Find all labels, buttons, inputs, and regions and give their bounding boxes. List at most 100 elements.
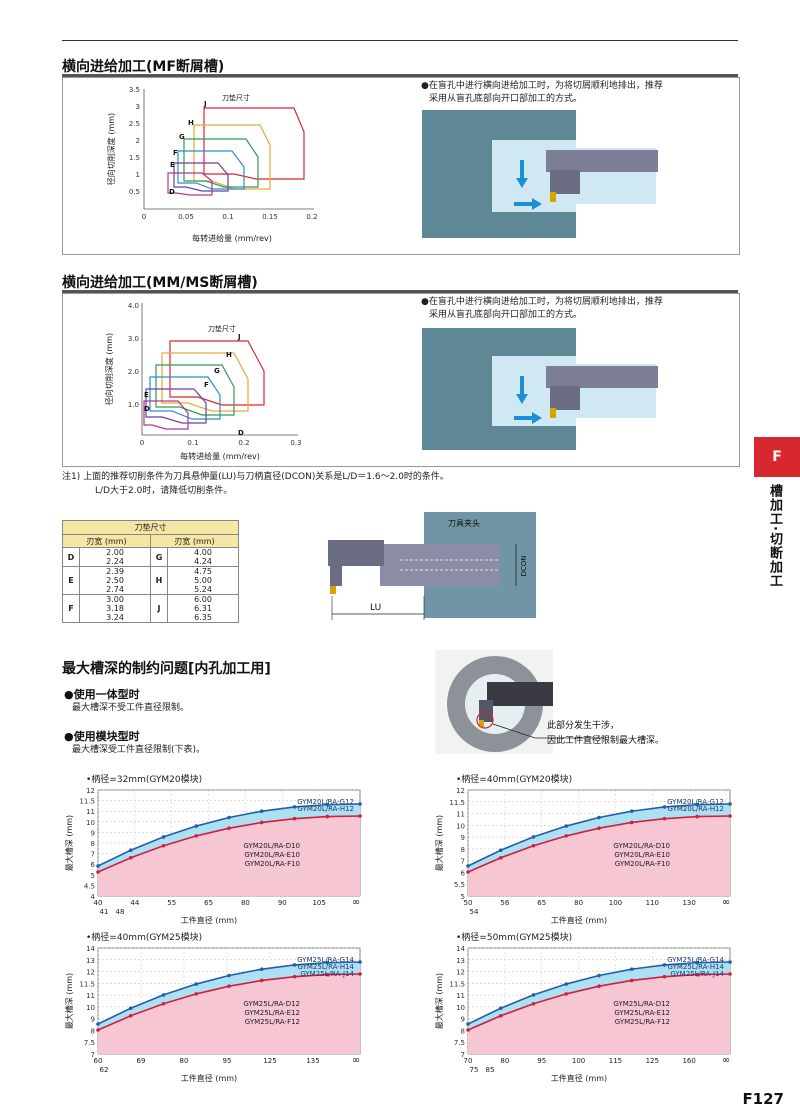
red-point <box>194 992 199 996</box>
xtick: 100 <box>609 899 622 907</box>
xtick: 56 <box>500 899 509 907</box>
xtick: 40 <box>94 899 103 907</box>
cell: 2.39 <box>106 567 124 576</box>
ytick: 9 <box>91 1016 95 1024</box>
red-point <box>292 974 297 979</box>
blue-point <box>227 815 231 820</box>
blue-point <box>728 802 732 806</box>
mf-ytick: 2.5 <box>129 120 140 128</box>
xtick: ∞ <box>722 1055 730 1066</box>
mf-insert-label: 刀垫尺寸 <box>222 93 250 102</box>
blue-point <box>259 967 264 971</box>
mf-letter: E <box>170 161 175 169</box>
blue-point <box>531 993 536 997</box>
red-point <box>259 820 264 825</box>
insert <box>550 192 556 202</box>
mm-letter: J <box>237 333 241 341</box>
mm-ytick: 4.0 <box>128 302 139 310</box>
mm-letter: H <box>226 351 232 359</box>
mf-section-rule <box>62 74 738 77</box>
red-point <box>194 834 199 838</box>
mm-xlabel: 每转进给量 (mm/rev) <box>180 451 260 461</box>
blue-point <box>325 960 330 965</box>
ytick: 11 <box>456 992 465 1000</box>
red-point <box>695 814 700 819</box>
depth-chart-ylabel: 最大槽深 (mm) <box>64 973 74 1029</box>
mm-letter: G <box>214 367 220 375</box>
mf-xtick: 0.05 <box>178 213 194 221</box>
blue-point <box>358 960 362 964</box>
max-depth-title: 最大槽深的制约问题[内孔加工用] <box>62 661 271 677</box>
mf-letter: D <box>169 188 175 196</box>
mm-region-j <box>169 340 265 406</box>
mf-yticks: 3.5 3 2.5 2 1.5 1 0.5 <box>129 86 140 196</box>
ytick: 4.5 <box>84 882 95 890</box>
mm-xtick: 0.3 <box>290 439 301 447</box>
ytick: 6 <box>461 869 466 877</box>
xtick: 80 <box>574 899 583 907</box>
depth-chart-xlabel: 工件直径 (mm) <box>551 915 607 924</box>
red-point <box>597 984 601 988</box>
series-label: GYM20L/RA-E10 <box>244 851 300 859</box>
series-label: GYM20L/RA-D10 <box>613 842 670 850</box>
mm-region-d <box>143 400 189 430</box>
mm-machining-diagram <box>422 328 658 450</box>
xtick: 54 <box>470 908 479 916</box>
modular-type-text: 最大槽深受工件直径限制(下表)。 <box>72 745 206 755</box>
xtick: 115 <box>609 1057 622 1065</box>
boring-bar <box>380 544 500 586</box>
xtick: 70 <box>464 1057 473 1065</box>
mf-bullet: ●在盲孔中进行横向进给加工时，为将切屑顺利地排出，推荐 采用从盲孔底部向开口部加… <box>421 80 663 106</box>
mm-xtick: 0.1 <box>187 439 198 447</box>
mm-section-title: 横向进给加工(MM/MS断屑槽) <box>62 275 258 291</box>
xtick: 55 <box>167 899 176 907</box>
red-point <box>498 1013 503 1018</box>
blue-point <box>161 835 166 839</box>
mf-letter: J <box>203 100 207 108</box>
mf-ytick: 3.5 <box>129 86 140 94</box>
xtick: 75 <box>470 1066 479 1074</box>
series-label: GYM25L/RA-D12 <box>613 1000 670 1008</box>
blue-point <box>325 802 330 807</box>
mf-section-title: 横向进给加工(MF断屑槽) <box>62 59 225 75</box>
mf-region-j <box>203 107 305 180</box>
bar <box>487 682 553 706</box>
red-band <box>468 816 730 896</box>
mf-bullet-line1: ●在盲孔中进行横向进给加工时，为将切屑顺利地排出，推荐 <box>421 81 663 91</box>
red-point <box>662 974 667 979</box>
mm-ytick: 2.0 <box>128 368 139 376</box>
red-point <box>161 1001 166 1006</box>
row-label: F <box>62 594 80 623</box>
ytick: 13 <box>456 957 465 965</box>
series-label: GYM25L/RA-E12 <box>614 1009 670 1017</box>
xtick: 80 <box>500 1057 509 1065</box>
mm-region-g <box>155 364 235 416</box>
blue-point <box>466 864 470 868</box>
xtick: 69 <box>137 1057 146 1065</box>
mm-letter: F <box>204 381 209 389</box>
mf-ytick: 1.5 <box>129 154 140 162</box>
ytick: 5 <box>91 872 95 880</box>
xtick: ∞ <box>722 897 730 908</box>
depth-chart-title: •柄径=40mm(GYM20模块) <box>456 775 573 785</box>
cell: 6.00 <box>194 595 212 604</box>
mf-xticks: 0 0.05 0.1 0.15 0.2 <box>142 213 318 221</box>
blue-point <box>629 809 634 813</box>
arrow-down-icon <box>516 160 528 188</box>
ytick: 12 <box>86 969 95 977</box>
mf-ytick: 1 <box>136 171 140 179</box>
mf-bullet-line2: 采用从盲孔底部向开口部加工的方式。 <box>429 94 583 104</box>
row-label: G <box>150 547 168 567</box>
mm-ylabel: 径向切削深度 (mm) <box>104 333 114 405</box>
xtick: 105 <box>312 899 325 907</box>
ytick: 7 <box>91 1051 95 1059</box>
depth-chart-xlabel: 工件直径 (mm) <box>181 915 237 924</box>
red-point <box>128 855 133 860</box>
cell: 4.75 <box>194 567 212 576</box>
mm-ytick: 3.0 <box>128 335 139 343</box>
integral-type-text: 最大槽深不受工件直径限制。 <box>72 703 190 713</box>
integral-type-heading: ●使用一体型时 <box>64 688 140 701</box>
mm-bullet-line1: ●在盲孔中进行横向进给加工时，为将切屑顺利地排出，推荐 <box>421 297 663 307</box>
